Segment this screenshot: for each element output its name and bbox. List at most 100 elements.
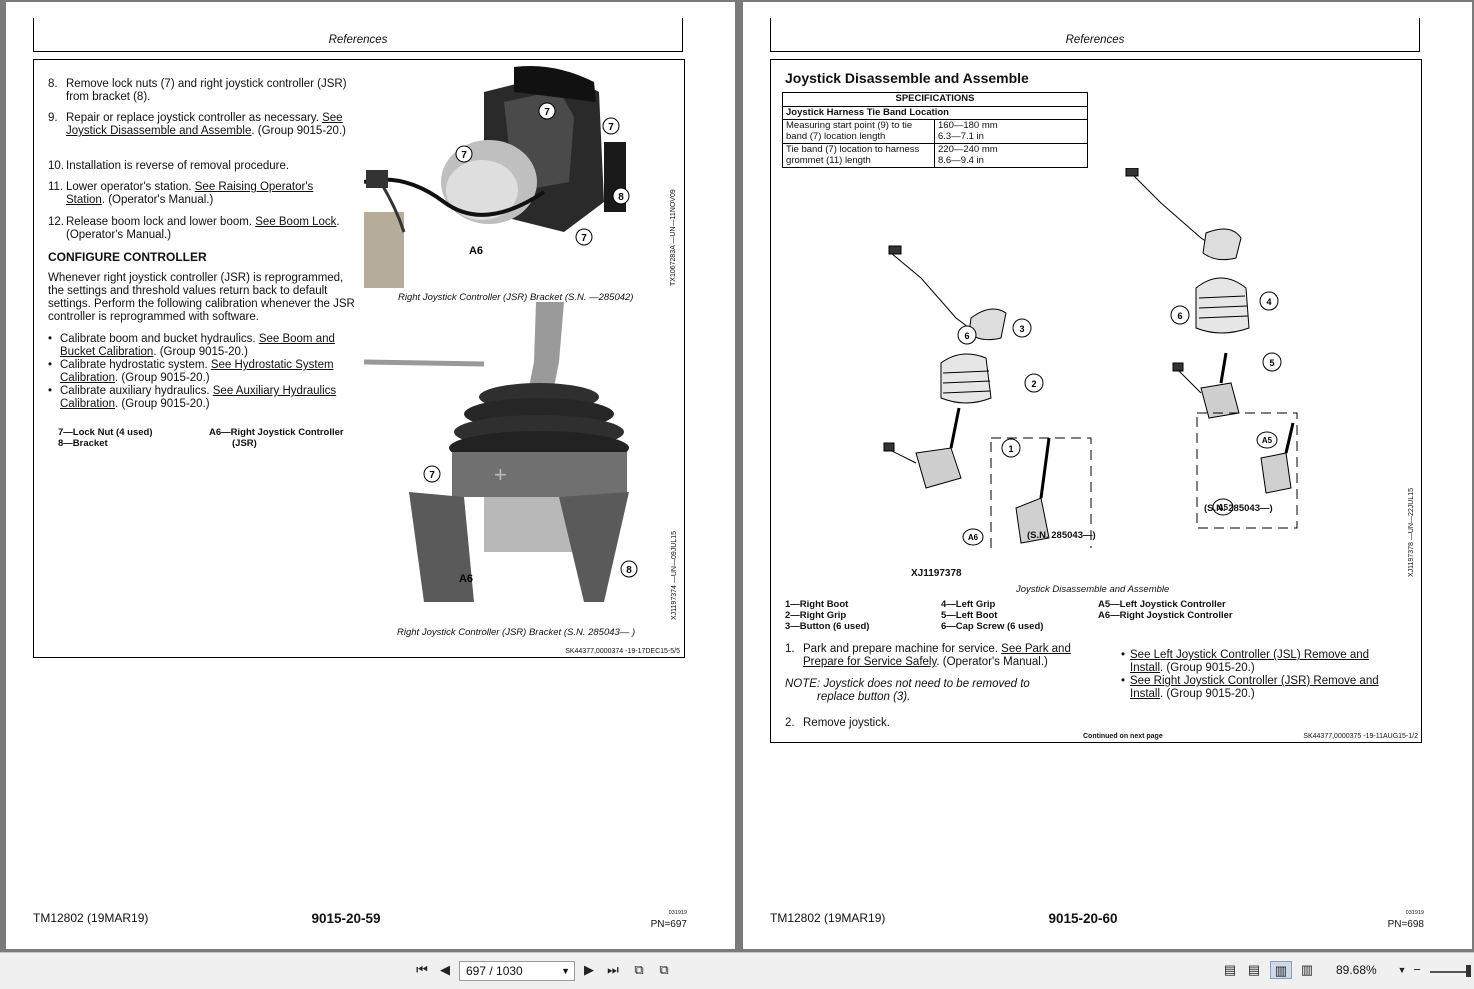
jsr-remove-install-link[interactable]: See Right Joystick Controller (JSR) Remo… [1130, 675, 1379, 700]
step-9: 9. Repair or replace joystick controller… [48, 112, 348, 138]
footer-date-code: 031919 [668, 910, 687, 916]
image-id-bottom: XJ1197374 —UN—09JUL15 [671, 531, 678, 620]
spec-header: SPECIFICATIONS [782, 92, 1088, 107]
spec-row: Tie band (7) location to harness grommet… [782, 143, 1088, 168]
zoom-dropdown-icon[interactable]: ▼ [1397, 965, 1407, 975]
bullet-auxiliary: • Calibrate auxiliary hydraulics. See Au… [48, 385, 353, 411]
callout-5: 5 [1269, 358, 1274, 368]
serial-a6: (S.N. 285043—) [1027, 530, 1096, 541]
callout-2: 2 [1031, 379, 1036, 389]
diagram-id: XJ1197378 [911, 568, 962, 579]
auxiliary-calibration-link[interactable]: See Auxiliary Hydraulics Calibration [60, 385, 337, 410]
legend-item: 5—Left Boot [941, 610, 998, 621]
step-text: . (Operator's Manual.) [936, 656, 1048, 668]
forward-view-icon[interactable]: ⧉ [659, 962, 669, 977]
callout-8: 8 [618, 192, 624, 203]
jsl-remove-install-link[interactable]: See Left Joystick Controller (JSL) Remov… [1130, 649, 1370, 674]
callout-7: 7 [461, 150, 467, 161]
spec-value: 6.3—7.1 in [938, 130, 984, 142]
callout-a6: A6 [968, 533, 979, 542]
callout-8-top: 8 [612, 187, 630, 205]
page-left: References 8. Remove lock nuts (7) and r… [6, 2, 735, 949]
step-text: Lower operator's station. [66, 181, 195, 193]
single-page-icon[interactable]: ▤ [1223, 962, 1237, 977]
callout-a5: A5 [1262, 436, 1273, 445]
legend-item: 1—Right Boot [785, 599, 849, 610]
last-page-icon[interactable]: ⏭ [607, 962, 619, 977]
step-text: Release boom lock and lower boom. [66, 216, 256, 228]
step-text: Park and prepare machine for service. [803, 643, 1002, 655]
callout-8-bottom: 8 [620, 560, 638, 578]
svg-text:+: + [494, 462, 507, 487]
legend-item: A6—Right Joystick Controller [209, 427, 344, 438]
configure-controller-heading: CONFIGURE CONTROLLER [48, 250, 207, 264]
bullet-dot: • [48, 385, 53, 397]
bullet-text: . (Group 9015-20.) [114, 398, 210, 410]
step-text: Remove joystick. [803, 717, 890, 729]
legend-col-1: 1—Right Boot 2—Right Grip 3—Button (6 us… [785, 599, 869, 632]
legend-item: 8—Bracket [58, 438, 108, 449]
joystick-disassemble-link[interactable]: See Joystick Disassemble and Assemble [66, 112, 343, 137]
bullet-dot: • [1121, 649, 1126, 661]
bullet-dot: • [48, 359, 53, 371]
step-number: 1. [785, 643, 795, 655]
legend-item: A6—Right Joystick Controller [1098, 610, 1233, 621]
zoom-out-icon[interactable]: − [1413, 962, 1421, 977]
two-page-continuous-icon[interactable]: ▥ [1300, 962, 1314, 977]
footer-pn: PN=697 [650, 919, 687, 930]
bullet-text: . (Group 9015-20.) [1160, 662, 1255, 674]
callout-1: 1 [1008, 444, 1013, 454]
reference-code: SK44377,0000374 -19-17DEC15-5/5 [565, 648, 680, 655]
raising-operator-station-link[interactable]: See Raising Operator's Station [66, 181, 314, 206]
bullet-text: . (Group 9015-20.) [114, 372, 210, 384]
image-id-top: TX1067283A —UN—11NOV09 [670, 189, 677, 286]
step-text: Installation is reverse of removal proce… [66, 160, 290, 172]
continuous-page-icon[interactable]: ▤ [1247, 962, 1261, 977]
step-number: 8. [48, 78, 58, 90]
step-text: . (Operator's Manual.) [66, 216, 340, 241]
page-header: References [33, 18, 683, 52]
bullet-hydrostatic: • Calibrate hydrostatic system. See Hydr… [48, 359, 353, 385]
park-prepare-link[interactable]: See Park and Prepare for Service Safely [803, 643, 1071, 668]
joystick-bracket-photo-top: 7 7 7 7 A6 [364, 62, 636, 288]
zoom-slider[interactable] [1430, 971, 1470, 973]
next-page-icon[interactable]: ▶ [584, 962, 594, 977]
step-number: 9. [48, 112, 58, 124]
spec-value: 8.6—9.4 in [938, 154, 984, 166]
note-text: NOTE: Joystick does not need to be remov… [785, 678, 1030, 703]
page-right: References Joystick Disassemble and Asse… [743, 2, 1472, 949]
legend-item: 6—Cap Screw (6 used) [941, 621, 1044, 632]
reference-code: SK44377,0000375 -19-11AUG15-1/2 [1303, 733, 1418, 740]
step-number: 11. [48, 181, 64, 193]
joystick-bracket-photo-bottom: + 7 A6 [364, 302, 636, 607]
page-header: References [770, 18, 1420, 52]
legend-item: 7—Lock Nut (4 used) [58, 427, 153, 438]
boom-lock-link[interactable]: See Boom Lock [255, 216, 337, 228]
bullet-text: . (Group 9015-20.) [153, 346, 248, 358]
legend-col-2: A6—Right Joystick Controller (JSR) [209, 427, 344, 449]
two-page-icon[interactable]: ▥ [1270, 961, 1292, 979]
spec-subheader: Joystick Harness Tie Band Location [782, 105, 1088, 120]
back-view-icon[interactable]: ⧉ [634, 962, 644, 977]
legend-col-3: A5—Left Joystick Controller A6—Right Joy… [1098, 599, 1233, 621]
footer-pn: PN=698 [1387, 919, 1424, 930]
bullet-jsr: • See Right Joystick Controller (JSR) Re… [1121, 675, 1396, 701]
callout-4: 4 [1266, 297, 1271, 307]
zoom-level[interactable]: 89.68% [1336, 963, 1377, 977]
spec-label: Measuring start point (9) to tie band (7… [782, 119, 935, 144]
callout-a5: A5 [1218, 503, 1229, 512]
step-2: 2. Remove joystick. [785, 717, 1085, 730]
prev-page-icon[interactable]: ◀ [440, 962, 450, 977]
hydrostatic-calibration-link[interactable]: See Hydrostatic System Calibration [60, 359, 334, 384]
zoom-slider-handle[interactable] [1466, 965, 1471, 977]
boom-bucket-calibration-link[interactable]: See Boom and Bucket Calibration [60, 333, 335, 358]
callout-6: 6 [964, 331, 969, 341]
callout-7: 7 [544, 107, 550, 118]
content-box: Joystick Disassemble and Assemble SPECIF… [770, 59, 1422, 743]
chevron-down-icon: ▼ [561, 966, 570, 976]
first-page-icon[interactable]: ⏮ [416, 962, 428, 977]
page-selector[interactable]: 697 / 1030 ▼ [459, 961, 575, 981]
bullet-dot: • [1121, 675, 1126, 687]
configure-text: Whenever right joystick controller (JSR)… [48, 272, 355, 323]
step-text: Repair or replace joystick controller as… [66, 112, 323, 124]
